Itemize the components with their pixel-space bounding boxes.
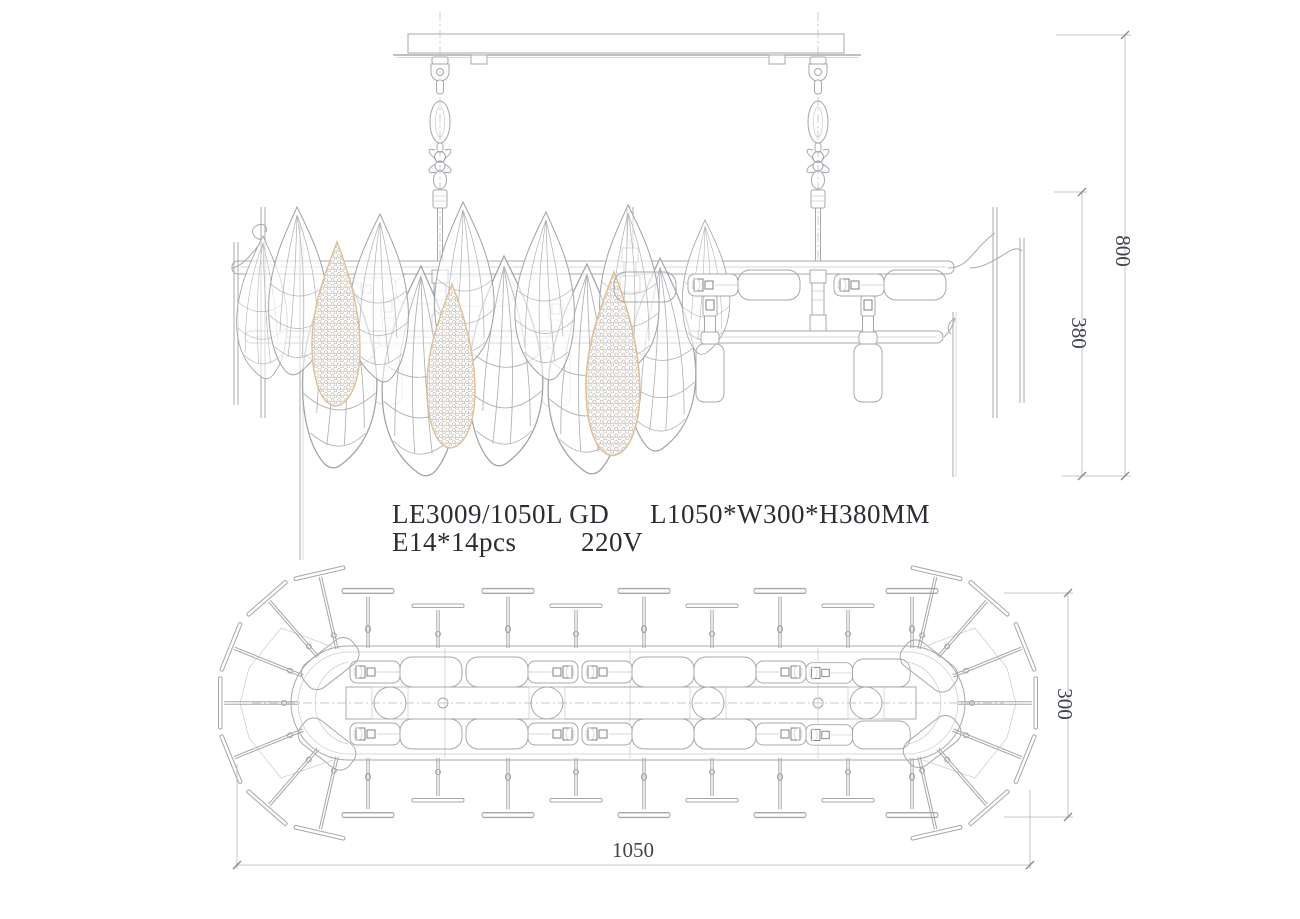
wire-hole [437,697,449,709]
canopy-bolt [470,54,488,65]
mount-circle [530,686,564,720]
bottom-plan-view: 300 1050 [218,565,1077,870]
voltage-label: 220V [581,527,643,557]
dimension-label-380: 380 [1067,317,1091,349]
product-model-label: LE3009/1050L GD [392,499,609,529]
lamp-count-label: E14*14pcs [392,527,516,557]
wire-hole [812,697,824,709]
end-rods-right [943,207,1025,477]
canopy-bolt [768,54,786,65]
plan-lamps [292,632,967,776]
dimension-label-1050: 1050 [612,838,654,862]
plan-end-rods [218,565,1038,841]
mount-circle [373,686,407,720]
dimension-width: 300 [1004,588,1077,822]
dimension-label-300: 300 [1053,688,1077,720]
dimension-overall-drop: 800 380 [1054,30,1135,481]
dimension-length: 1050 [232,764,1035,870]
front-elevation-view: 800 380 LE3009/1050L GD L1050*W300*H380M… [231,11,1135,560]
dimension-label-800: 800 [1111,235,1135,267]
ceiling-canopy [393,33,861,65]
product-spec-block: LE3009/1050L GD L1050*W300*H380MM E14*14… [392,499,930,557]
product-size-label: L1050*W300*H380MM [650,499,930,529]
